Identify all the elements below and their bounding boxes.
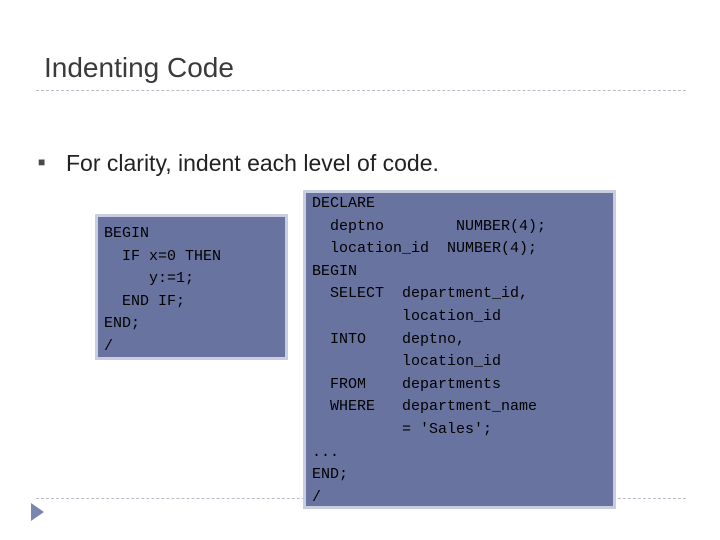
bullet-item: ■ For clarity, indent each level of code… <box>38 150 439 177</box>
square-bullet-icon: ■ <box>38 155 46 169</box>
title-divider <box>36 90 686 91</box>
slide-title: Indenting Code <box>44 52 234 83</box>
code-example-select: DECLARE deptno NUMBER(4); location_id NU… <box>303 190 616 509</box>
next-slide-arrow-icon[interactable] <box>31 503 44 521</box>
code-example-simple: BEGIN IF x=0 THEN y:=1; END IF; END; / <box>95 214 288 360</box>
bullet-text: For clarity, indent each level of code. <box>66 150 439 176</box>
